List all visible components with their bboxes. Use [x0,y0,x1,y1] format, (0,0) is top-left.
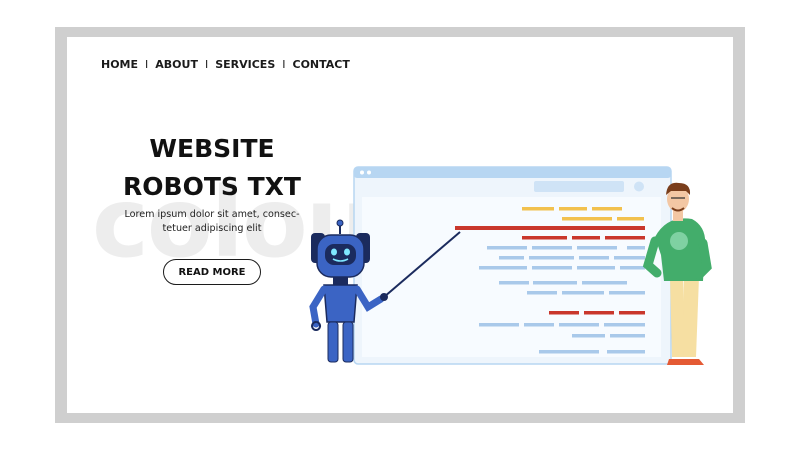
hero-title-line2: ROBOTS TXT [123,172,301,201]
nav-services[interactable]: SERVICES [215,58,276,71]
nav-separator: I [282,58,286,71]
nav-about[interactable]: ABOUT [155,58,198,71]
outer-frame: colourbox HOME I ABOUT I SERVICES I CONT… [55,27,745,423]
hero-title-line1: WEBSITE [149,134,275,163]
hero-title: WEBSITE ROBOTS TXT [107,130,317,206]
hero-desc-line2: tetuer adipiscing elit [162,223,262,234]
nav-contact[interactable]: CONTACT [292,58,350,71]
nav-separator: I [145,58,149,71]
man-illustration [642,182,712,365]
top-nav: HOME I ABOUT I SERVICES I CONTACT [101,58,350,71]
hero-illustration [309,166,712,365]
nav-separator: I [204,58,209,71]
nav-home[interactable]: HOME [101,58,139,71]
robot-illustration [309,219,461,363]
browser-window-illustration [353,166,672,365]
hero-desc-line1: Lorem ipsum dolor sit amet, consec- [124,209,300,220]
web-page: colourbox HOME I ABOUT I SERVICES I CONT… [67,37,733,413]
code-lines-illustration [455,207,645,354]
hero-description: Lorem ipsum dolor sit amet, consec- tetu… [112,208,312,236]
read-more-button[interactable]: READ MORE [163,259,261,285]
